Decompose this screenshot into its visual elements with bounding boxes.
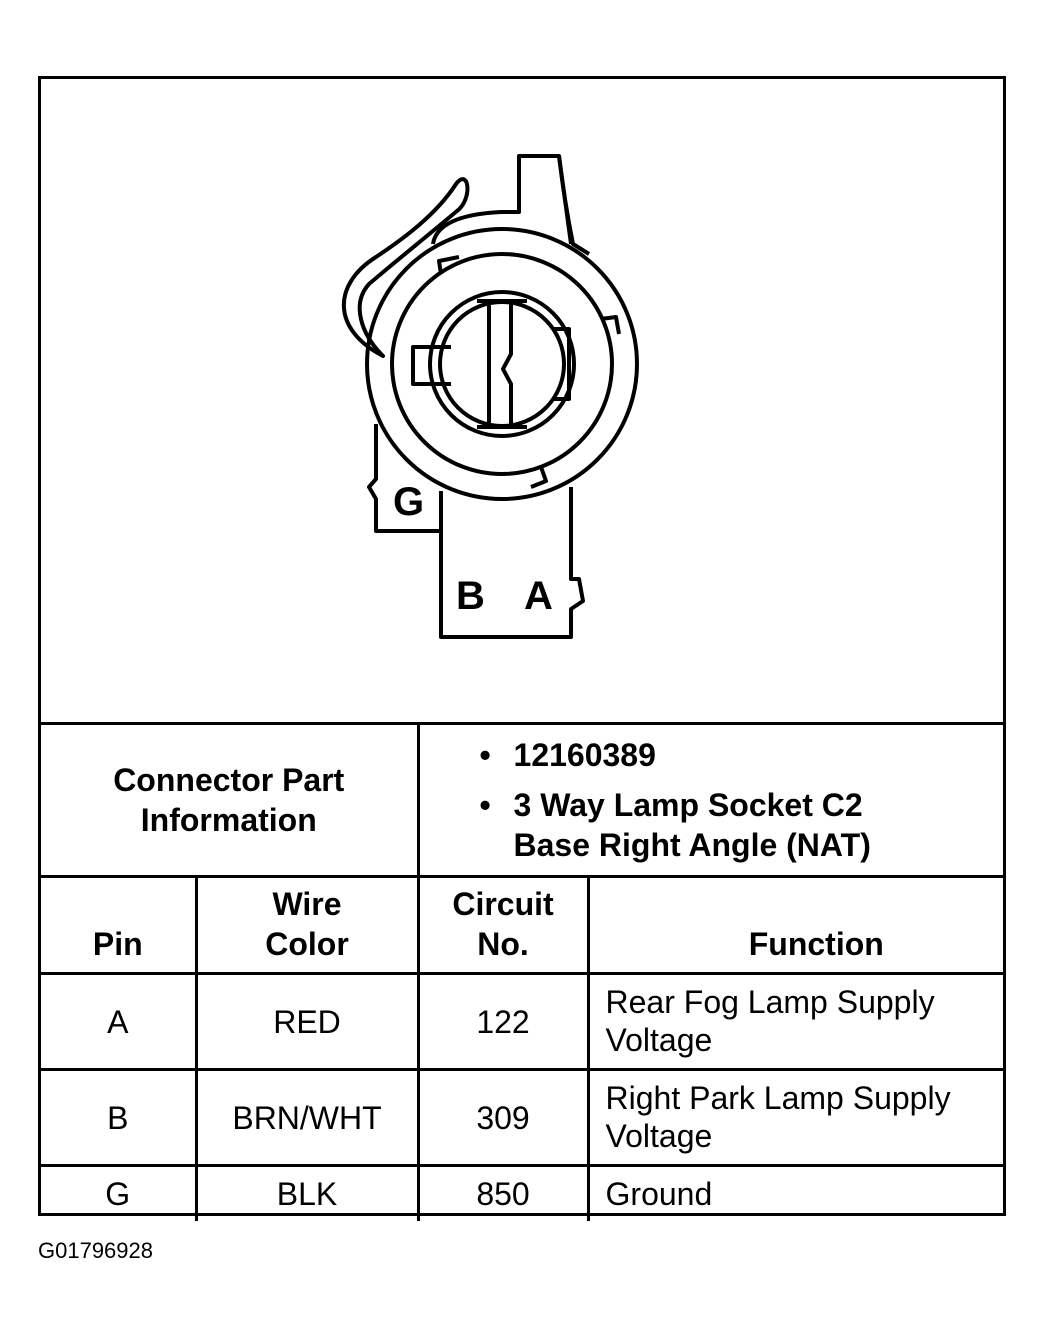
connector-table: Connector Part Information • 12160389 • … <box>41 722 1004 1221</box>
pin-cell: G <box>41 1164 198 1221</box>
connector-drawing: G B A <box>41 79 1003 722</box>
pin-cell: B <box>41 1068 198 1167</box>
figure-code: G01796928 <box>38 1238 153 1263</box>
function-cell: Rear Fog Lamp Supply Voltage <box>586 972 1004 1071</box>
right-tab <box>557 155 591 256</box>
part-info-values: • 12160389 • 3 Way Lamp Socket C2 Base R… <box>416 722 1004 878</box>
part-description: • 3 Way Lamp Socket C2 Base Right Angle … <box>479 787 871 863</box>
table-header-row: Pin Wire Color Circuit No. Function <box>41 875 1004 975</box>
circuit-cell: 122 <box>416 972 590 1071</box>
housing-notch-bottom <box>530 466 548 489</box>
table-row: A RED 122 Rear Fog Lamp Supply Voltage <box>41 972 1004 1071</box>
pin-label-a: A <box>524 574 553 618</box>
socket-divider <box>487 304 513 424</box>
header-circuit: Circuit No. <box>416 875 590 975</box>
header-pin: Pin <box>41 875 198 975</box>
socket-lug-right <box>553 327 571 401</box>
circuit-cell: 850 <box>416 1164 590 1221</box>
header-function: Function <box>586 875 1004 975</box>
connector-svg: G B A <box>341 154 639 639</box>
top-tab <box>431 154 573 245</box>
part-info-label: Connector Part Information <box>41 722 420 878</box>
ba-terminal <box>439 487 585 639</box>
socket-ring <box>428 290 576 438</box>
diagram-frame: G B A Connector Part Information • 12160… <box>38 76 1006 1221</box>
wire-color-cell: BRN/WHT <box>194 1068 420 1167</box>
table-row: G BLK 850 Ground <box>41 1164 1004 1221</box>
housing-notch-top <box>437 255 460 275</box>
function-cell: Right Park Lamp Supply Voltage <box>586 1068 1004 1167</box>
pin-label-g: G <box>393 480 424 524</box>
housing-notch-right <box>600 315 621 335</box>
wire-color-cell: BLK <box>194 1164 420 1221</box>
header-wire-color: Wire Color <box>194 875 420 975</box>
latch-arm <box>341 177 470 358</box>
function-cell: Ground <box>586 1164 1004 1221</box>
part-info-row: Connector Part Information • 12160389 • … <box>41 722 1004 878</box>
socket-notch-left <box>411 345 451 386</box>
socket-core <box>438 300 566 428</box>
outer-housing <box>365 227 639 501</box>
pin-label-b: B <box>456 574 485 618</box>
pin-cell: A <box>41 972 198 1071</box>
table-row: B BRN/WHT 309 Right Park Lamp Supply Vol… <box>41 1068 1004 1167</box>
wire-color-cell: RED <box>194 972 420 1071</box>
inner-ring <box>390 252 614 476</box>
part-number: • 12160389 <box>479 737 656 773</box>
circuit-cell: 309 <box>416 1068 590 1167</box>
